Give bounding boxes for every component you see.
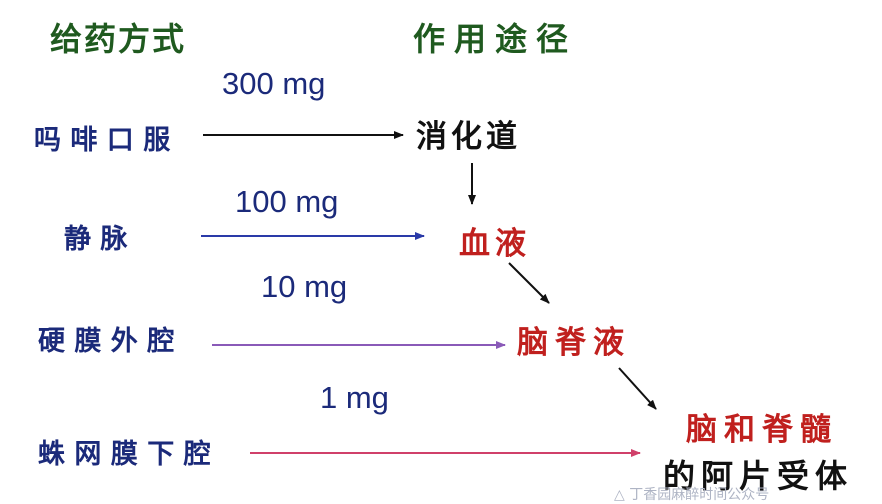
watermark: △ 丁香园麻醉时间公众号 bbox=[614, 487, 770, 503]
header-action-pathway: 作用途径 bbox=[413, 20, 578, 58]
target-csf: 脑脊液 bbox=[517, 325, 631, 361]
route-label-intravenous: 静 脉 bbox=[64, 224, 128, 255]
arrow-blood-to-csf bbox=[508, 262, 550, 304]
target-gi-tract: 消化道 bbox=[416, 119, 521, 155]
target-blood: 血液 bbox=[459, 226, 531, 262]
target-opioid-receptor: 的阿片受体 bbox=[663, 457, 854, 495]
dose-label-epidural: 10 mg bbox=[261, 269, 348, 304]
dose-label-intravenous: 100 mg bbox=[235, 184, 339, 219]
route-label-epidural: 硬 膜 外 腔 bbox=[38, 326, 175, 357]
target-brain-spinal-cord: 脑和脊髓 bbox=[686, 412, 838, 448]
dose-label-oral: 300 mg bbox=[222, 66, 326, 101]
header-administration-method: 给药方式 bbox=[50, 20, 187, 58]
route-label-intrathecal: 蛛 网 膜 下 腔 bbox=[38, 439, 211, 470]
arrow-csf-to-receptor bbox=[618, 367, 657, 410]
route-label-oral: 吗 啡 口 服 bbox=[34, 125, 171, 156]
dose-label-intrathecal: 1 mg bbox=[320, 380, 389, 415]
